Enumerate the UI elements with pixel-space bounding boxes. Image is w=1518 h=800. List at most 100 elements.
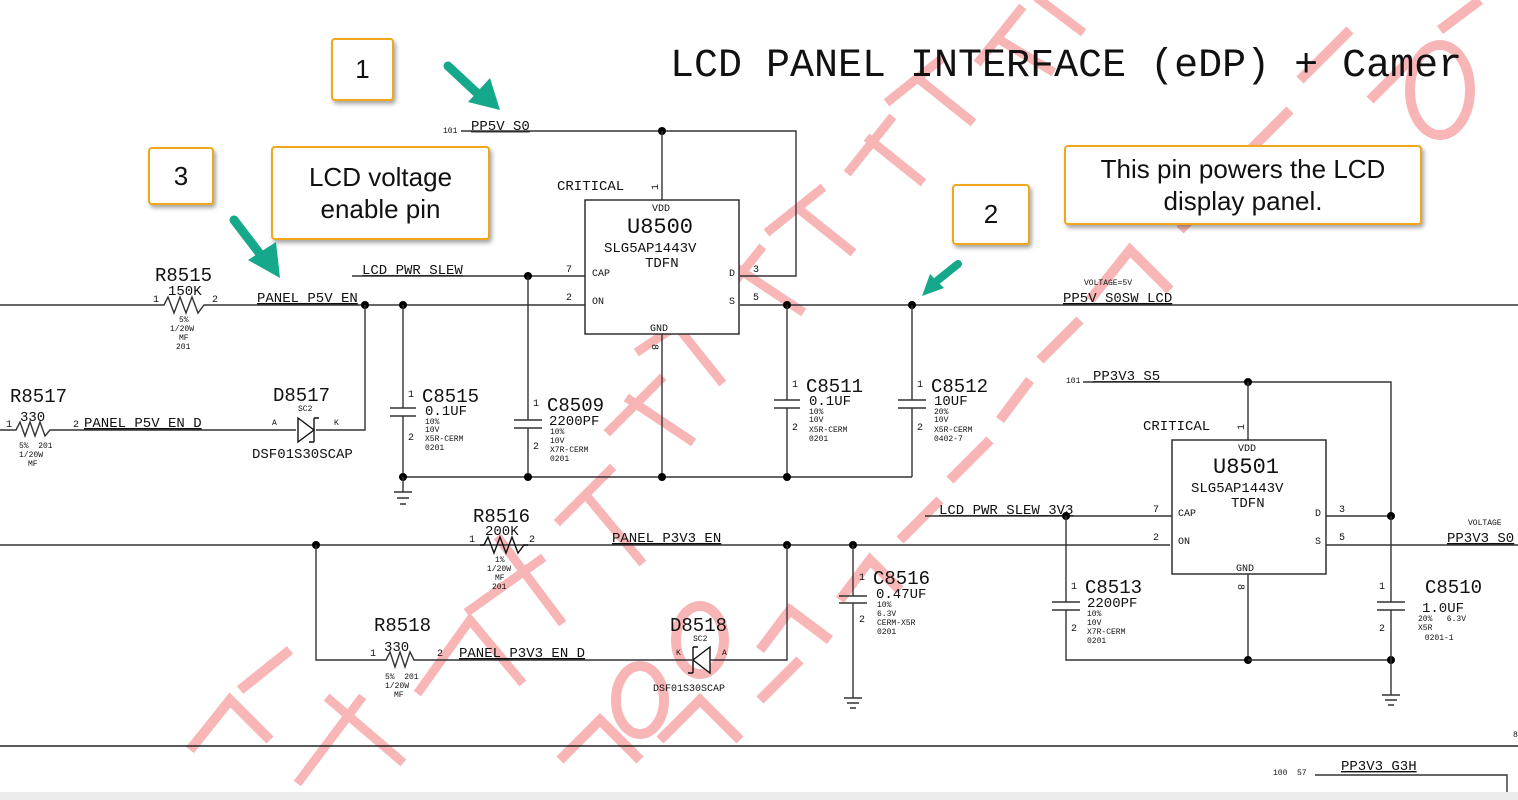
u8501-critical-tag: CRITICAL	[1143, 419, 1210, 435]
pp3v3-g3h-page-ref-b: 57	[1297, 769, 1307, 778]
capacitor-c8511[interactable]	[774, 305, 800, 477]
pp3v3-g3h-page-ref-a: 100	[1273, 769, 1288, 778]
resistor-r8518[interactable]	[382, 649, 692, 670]
d8518-pkg: SC2	[693, 635, 708, 644]
diode-d8518[interactable]	[691, 645, 711, 675]
c8509-pin2: 2	[533, 442, 539, 453]
r8518-spec-0: 5% 201	[385, 673, 419, 682]
net-label-panel-p3v3-en-d: PANEL_P3V3_EN_D	[459, 646, 585, 662]
u8501-pin-cap-num: 7	[1153, 505, 1159, 516]
capacitor-c8510[interactable]	[1377, 516, 1405, 706]
c8515-spec-0: 10%	[425, 418, 440, 427]
callout-3-label: 3	[173, 160, 189, 191]
callout-1: 1	[331, 38, 394, 101]
callout-2: 2	[952, 184, 1030, 245]
c8513-spec-3: 0201	[1087, 637, 1106, 646]
r8515-spec-3: 201	[176, 343, 191, 352]
u8500-part: SLG5AP1443V	[604, 241, 697, 257]
capacitor-c8516[interactable]	[839, 545, 867, 709]
arrow-2-shaft	[934, 260, 962, 284]
u8501-pin-s: S	[1315, 537, 1321, 548]
u8501-part: SLG5AP1443V	[1191, 481, 1284, 497]
c8515-spec-1: 10V	[425, 426, 440, 435]
d8518-ref: D8518	[670, 615, 727, 637]
r8516-spec-0: 1%	[495, 556, 505, 565]
r8516-pin1: 1	[469, 535, 475, 546]
r8516-spec-1: 1/20W	[487, 565, 511, 574]
arrow-3-shaft	[229, 215, 265, 259]
r8518-spec-2: MF	[394, 691, 404, 700]
c8509-spec-0: 10%	[550, 428, 565, 437]
edge-ref: 8	[1513, 731, 1518, 740]
r8515-spec-2: MF	[179, 334, 189, 343]
d8517-ref: D8517	[273, 385, 330, 407]
r8517-pin1: 1	[6, 420, 12, 431]
r8518-pin2: 2	[437, 649, 443, 660]
u8501-pin-s-num: 5	[1339, 533, 1345, 544]
c8512-spec-3: 0402-7	[934, 435, 963, 444]
r8516-spec-3: 201	[492, 583, 507, 592]
net-label-pp3v3-s5: PP3V3_S5	[1093, 369, 1160, 385]
arrow-2-head	[922, 274, 944, 296]
c8516-spec-1: 6.3V	[877, 610, 896, 619]
resistor-r8515[interactable]	[160, 295, 215, 315]
net-label-panel-p5v-en: PANEL_P5V_EN	[257, 291, 358, 307]
wire-r8518-left	[315, 545, 382, 661]
callout-3: 3	[148, 147, 214, 205]
u8501-pin-d-num: 3	[1339, 505, 1345, 516]
callout-2-label: 2	[983, 199, 999, 229]
callout-1-label: 1	[355, 54, 370, 84]
chip-u8500[interactable]	[584, 199, 740, 335]
c8513-value: 2200PF	[1087, 596, 1137, 612]
u8501-ref: U8501	[1213, 455, 1279, 480]
u8500-pin-vdd: VDD	[652, 204, 670, 215]
wire-pp3v3-s5	[1083, 381, 1392, 517]
r8517-spec-0: 5% 201	[19, 442, 53, 451]
wire-pp5v-s0	[461, 130, 797, 277]
c8516-spec-3: 0201	[877, 628, 896, 637]
c8509-pin1: 1	[533, 399, 539, 410]
c8513-ref: C8513	[1085, 577, 1142, 599]
u8501-pin-cap: CAP	[1178, 509, 1196, 520]
u8501-pin-vdd: VDD	[1238, 444, 1256, 455]
r8515-pin2: 2	[212, 295, 218, 306]
c8512-value: 10UF	[934, 394, 968, 410]
c8516-value: 0.47UF	[876, 587, 926, 603]
note-power-line2: display panel.	[1163, 186, 1323, 216]
junction	[658, 473, 666, 481]
capacitor-c8512[interactable]	[898, 305, 926, 477]
capacitor-c8515[interactable]	[390, 305, 416, 477]
r8518-value: 330	[384, 640, 409, 656]
window-bottom-strip	[0, 792, 1518, 800]
capacitor-c8509[interactable]	[514, 276, 542, 477]
c8509-ref: C8509	[547, 395, 604, 417]
u8500-pin-d: D	[729, 269, 735, 280]
r8517-spec-1: 1/20W	[19, 451, 43, 460]
c8516-pin1: 1	[859, 573, 865, 584]
u8500-pin-gnd: GND	[650, 324, 668, 335]
c8509-spec-1: 10V	[550, 437, 565, 446]
c8512-pin1: 1	[917, 380, 923, 391]
c8512-spec-0: 20%	[934, 408, 949, 417]
c8510-spec-1: X5R	[1418, 624, 1433, 633]
r8517-pin2: 2	[73, 420, 79, 431]
resistor-r8516[interactable]	[480, 535, 528, 555]
u8500-pin-gnd-num: 8	[648, 344, 659, 350]
capacitor-c8513[interactable]	[1052, 516, 1248, 661]
c8513-pin2: 2	[1071, 624, 1077, 635]
net-label-pp3v3-g3h: PP3V3_G3H	[1341, 759, 1417, 775]
resistor-r8517[interactable]	[0, 419, 296, 439]
note-enable-line1: LCD voltage	[308, 162, 453, 192]
net-page-ref: 101	[443, 127, 458, 136]
diode-d8517[interactable]	[297, 416, 316, 444]
diode-d8518-bar	[688, 646, 698, 674]
chip-u8501[interactable]	[1171, 439, 1327, 575]
c8510-spec-2: 0201-1	[1420, 634, 1454, 643]
r8518-pin1: 1	[370, 649, 376, 660]
r8516-ref: R8516	[473, 506, 530, 528]
c8513-pin1: 1	[1071, 582, 1077, 593]
c8516-spec-0: 10%	[877, 601, 892, 610]
c8509-spec-2: X7R-CERM	[550, 446, 589, 455]
net-label-pp3v3-s0: PP3V3_S0	[1447, 531, 1514, 547]
